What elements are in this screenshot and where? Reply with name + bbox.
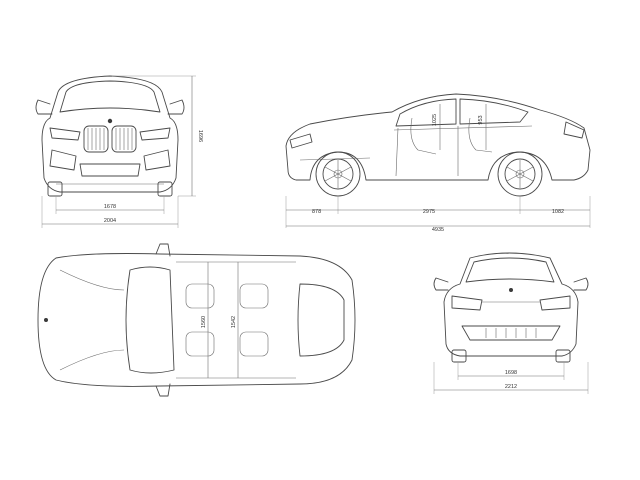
side-view bbox=[285, 93, 591, 197]
side-view-dimensions: 878 2975 1082 4935 1025 953 bbox=[285, 104, 591, 233]
logo-icon bbox=[107, 118, 113, 124]
rear-view bbox=[433, 252, 589, 363]
dim-rear-width-label: 2212 bbox=[505, 384, 517, 390]
top-logo-icon bbox=[44, 318, 48, 322]
dim-height-label: 1696 bbox=[197, 130, 203, 142]
top-view bbox=[37, 243, 356, 397]
rear-logo-icon bbox=[509, 288, 513, 292]
top-view-dimensions: 1560 1542 bbox=[201, 316, 237, 328]
rear-view-dimensions: 1698 2212 bbox=[433, 362, 589, 394]
dim-rear-overhang-label: 1082 bbox=[552, 209, 564, 215]
front-view bbox=[35, 75, 185, 197]
dim-front-headroom-label: 1025 bbox=[432, 114, 438, 126]
dim-front-track-label: 1678 bbox=[104, 204, 116, 210]
dim-rear-track-label: 1698 bbox=[505, 370, 517, 376]
front-view-dimensions: 1678 2004 1696 bbox=[41, 75, 203, 228]
dim-rear-shoulder-label: 1542 bbox=[231, 316, 237, 328]
dim-front-shoulder-label: 1560 bbox=[201, 316, 207, 328]
dim-rear-headroom-label: 953 bbox=[478, 115, 484, 124]
dim-front-overhang-label: 878 bbox=[312, 209, 321, 215]
dim-wheelbase-label: 2975 bbox=[423, 209, 435, 215]
dim-overall-length-label: 4935 bbox=[432, 227, 444, 233]
dim-front-width-label: 2004 bbox=[104, 218, 116, 224]
